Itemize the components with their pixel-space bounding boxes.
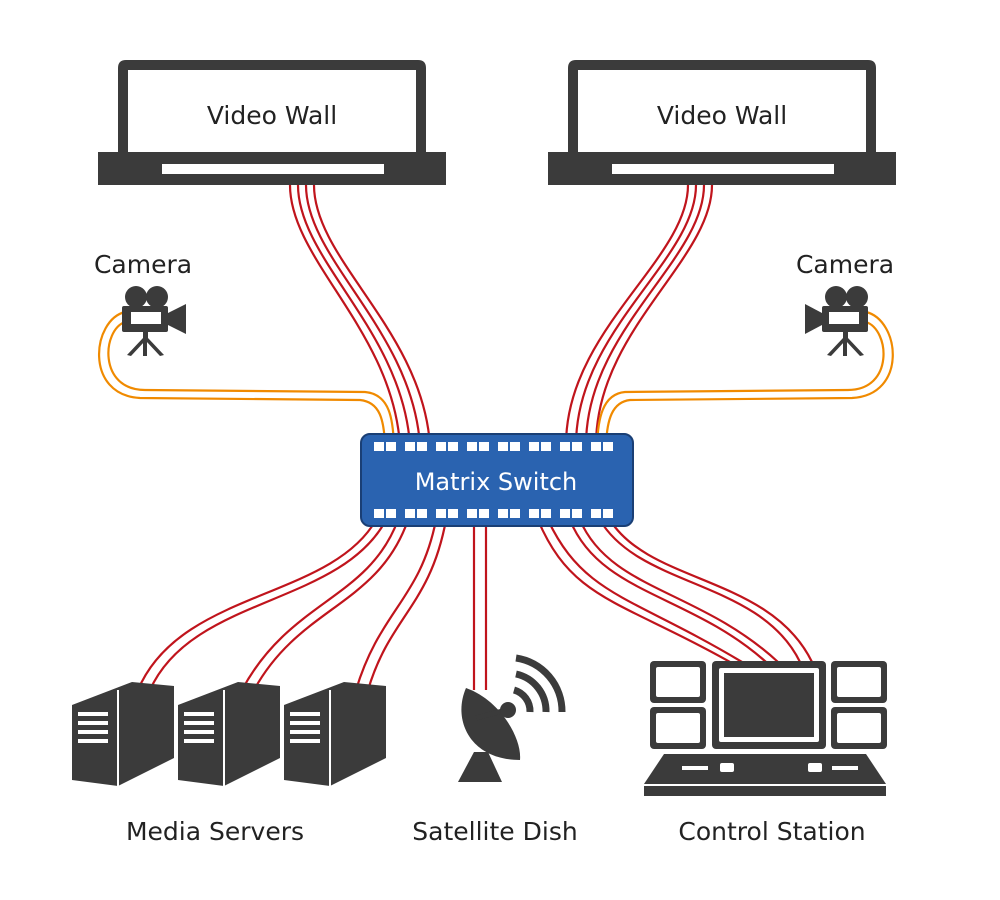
- switch-port: [405, 509, 415, 518]
- cable-control-station: [536, 519, 731, 663]
- switch-port: [479, 442, 489, 451]
- switch-port: [560, 509, 570, 518]
- movie-camera-icon: [805, 286, 868, 356]
- monitor-icon: [118, 60, 426, 152]
- cable-camera-right: [604, 310, 894, 446]
- cable-videowall-left: [288, 184, 402, 446]
- switch-port: [479, 509, 489, 518]
- switch-port: [405, 442, 415, 451]
- control-station-label: Control Station: [678, 817, 865, 846]
- switch-port: [498, 442, 508, 451]
- cable-camera-left: [98, 310, 387, 446]
- camera-right: Camera: [796, 250, 894, 356]
- video-wall-left: Video Wall: [98, 60, 446, 185]
- switch-port: [591, 442, 601, 451]
- camera-left: Camera: [94, 250, 192, 356]
- switch-body: [360, 433, 634, 527]
- media-servers-label: Media Servers: [126, 817, 304, 846]
- switch-port: [467, 442, 477, 451]
- control-station: Control Station: [644, 661, 887, 846]
- switch-port: [603, 509, 613, 518]
- switch-port: [448, 509, 458, 518]
- switch-port: [572, 442, 582, 451]
- matrix-switch-label: Matrix Switch: [415, 468, 578, 496]
- switch-port: [417, 509, 427, 518]
- switch-port: [541, 509, 551, 518]
- cable-media-server-3: [354, 519, 438, 691]
- switch-port: [591, 509, 601, 518]
- switch-port: [374, 442, 384, 451]
- video-wall-right: Video Wall: [548, 60, 896, 185]
- switch-port: [417, 442, 427, 451]
- switch-port: [498, 509, 508, 518]
- switch-port: [510, 509, 520, 518]
- control-desk-icon: [644, 661, 887, 796]
- cable-media-server-1: [136, 519, 377, 691]
- video-wall-label: Video Wall: [207, 101, 337, 130]
- switch-port: [529, 509, 539, 518]
- media-servers: Media Servers: [72, 682, 386, 846]
- camera-label: Camera: [796, 250, 894, 279]
- switch-port: [386, 442, 396, 451]
- switch-port: [436, 442, 446, 451]
- server-tower-icon: [178, 682, 280, 786]
- switch-port: [448, 442, 458, 451]
- switch-port: [467, 509, 477, 518]
- switch-port: [510, 442, 520, 451]
- cables: [98, 184, 894, 691]
- matrix-switch: Matrix Switch: [360, 433, 634, 527]
- server-tower-icon: [284, 682, 386, 786]
- camera-label: Camera: [94, 250, 192, 279]
- cable-media-server-2: [241, 519, 400, 691]
- movie-camera-icon: [122, 286, 186, 356]
- satellite-dish-icon: [458, 654, 566, 782]
- cable-videowall-right: [564, 184, 690, 446]
- switch-port: [560, 442, 570, 451]
- monitor-icon: [568, 60, 876, 152]
- switch-port: [386, 509, 396, 518]
- switch-port: [541, 442, 551, 451]
- switch-port: [436, 509, 446, 518]
- switch-port: [374, 509, 384, 518]
- switch-port: [529, 442, 539, 451]
- switch-ports-top: [374, 442, 613, 451]
- server-tower-icon: [72, 682, 174, 786]
- satellite-dish: Satellite Dish: [412, 654, 578, 846]
- video-wall-label: Video Wall: [657, 101, 787, 130]
- switch-ports-bottom: [374, 509, 613, 518]
- switch-port: [572, 509, 582, 518]
- switch-port: [603, 442, 613, 451]
- satellite-dish-label: Satellite Dish: [412, 817, 577, 846]
